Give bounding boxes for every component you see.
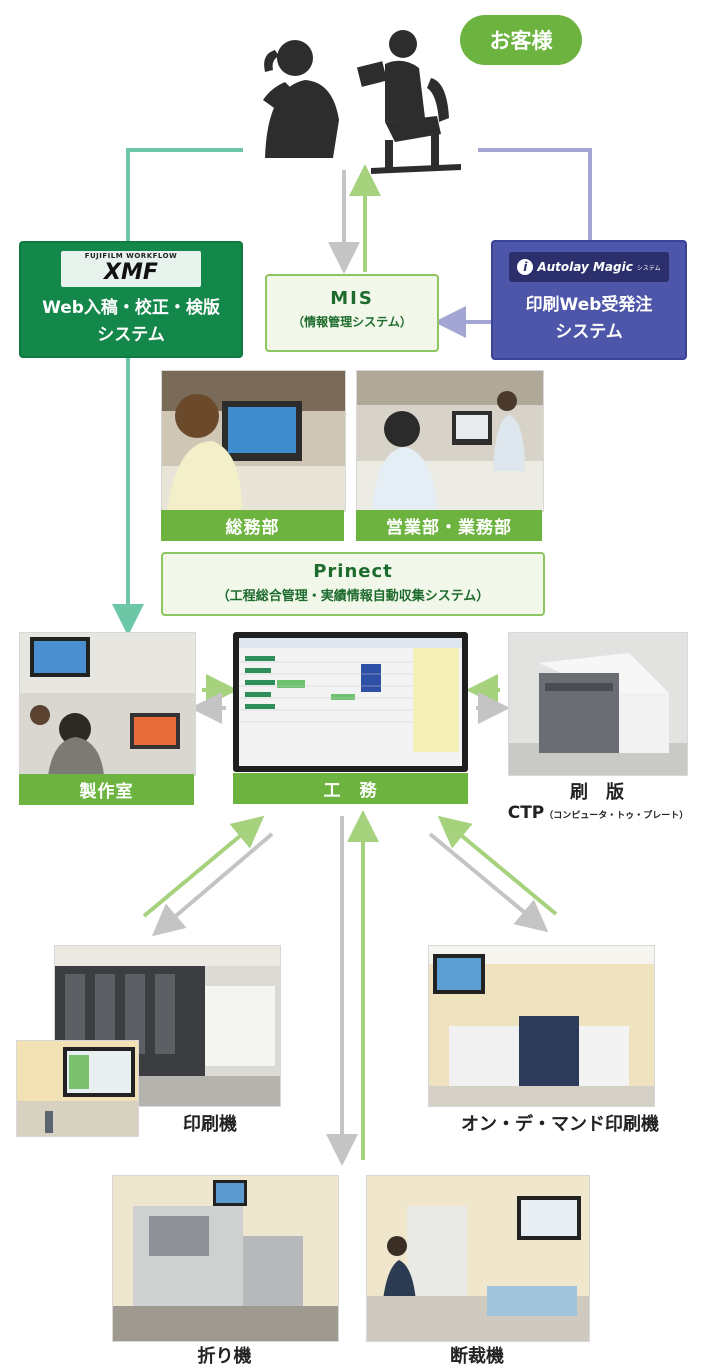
platemaking-label: 刷 版 <box>570 782 624 803</box>
autolay-logo-text: Autolay Magic <box>537 260 633 274</box>
mis-subtitle: （情報管理システム） <box>292 315 412 329</box>
general-affairs-text: 総務部 <box>225 518 280 538</box>
customer-illustration <box>235 28 475 178</box>
xmf-system-box: FUJIFILM WORKFLOW XMF Web入稿・校正・検版 システム <box>19 241 243 358</box>
sales-text: 営業部・業務部 <box>386 518 512 538</box>
folding-machine-photo <box>112 1175 339 1342</box>
xmf-line1: Web入稿・校正・検版 <box>42 298 220 318</box>
works-label: 工 務 <box>233 773 468 804</box>
on-demand-label: オン・デ・マンド印刷機 <box>461 1114 659 1135</box>
customer-badge: お客様 <box>460 15 582 65</box>
xmf-logo: FUJIFILM WORKFLOW XMF <box>61 251 201 287</box>
works-monitor <box>233 632 468 772</box>
sales-label: 営業部・業務部 <box>356 510 542 541</box>
autolay-logo-suffix: システム <box>636 264 661 272</box>
production-room-label: 製作室 <box>19 774 194 805</box>
printing-monitor-inset-photo <box>16 1040 139 1137</box>
sales-photo <box>356 370 544 512</box>
phone-person-icon <box>263 40 339 158</box>
mis-title: MIS <box>330 288 374 309</box>
cutting-label: 断裁機 <box>450 1346 504 1367</box>
works-text: 工 務 <box>323 781 378 801</box>
autolay-line2: システム <box>555 322 623 342</box>
platemaking-sub-detail: （コンピュータ・トゥ・プレート） <box>544 811 689 821</box>
platemaking-sub-main: CTP <box>507 803 545 823</box>
platemaking-photo <box>508 632 688 776</box>
autolay-system-box: i Autolay Magic システム 印刷Web受発注 システム <box>491 240 687 360</box>
laptop-person-icon <box>356 30 461 174</box>
autolay-line1: 印刷Web受発注 <box>525 295 653 315</box>
production-room-text: 製作室 <box>79 782 134 802</box>
on-demand-printer-photo <box>428 945 655 1107</box>
xmf-line2: システム <box>97 325 165 345</box>
cutting-machine-photo <box>366 1175 590 1342</box>
customer-badge-label: お客様 <box>489 29 553 53</box>
prinect-title: Prinect <box>313 561 393 582</box>
general-affairs-photo <box>161 370 346 512</box>
printing-label: 印刷機 <box>183 1114 237 1135</box>
autolay-logo: i Autolay Magic システム <box>509 252 669 282</box>
prinect-subtitle: （工程総合管理・実績情報自動収集システム） <box>216 589 490 604</box>
xmf-logo-main: XMF <box>104 260 158 285</box>
mis-system-box: MIS （情報管理システム） <box>265 274 439 352</box>
platemaking-sub: CTP（コンピュータ・トゥ・プレート） <box>498 802 698 823</box>
autolay-info-icon: i <box>517 259 534 275</box>
xmf-logo-small: FUJIFILM WORKFLOW <box>84 252 178 260</box>
prinect-system-box: Prinect （工程総合管理・実績情報自動収集システム） <box>161 552 545 616</box>
folding-label: 折り機 <box>197 1346 252 1367</box>
production-room-photo <box>19 632 196 776</box>
general-affairs-label: 総務部 <box>161 510 344 541</box>
